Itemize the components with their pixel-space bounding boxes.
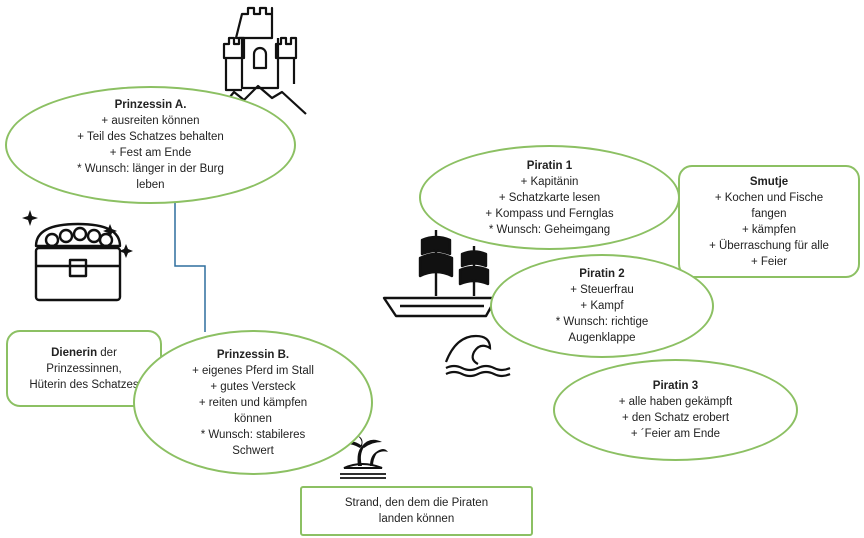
node-line: + Kampf — [580, 300, 624, 312]
node-piratin-3: Piratin 3 + alle haben gekämpft + den Sc… — [553, 359, 798, 461]
node-piratin-1: Piratin 1 + Kapitänin + Schatzkarte lese… — [419, 145, 680, 250]
node-line: + gutes Versteck — [210, 380, 296, 393]
node-prinzessin-a: Prinzessin A. + ausreiten können + Teil … — [5, 86, 296, 204]
node-line: + Steuerfrau — [570, 284, 634, 296]
node-title: Piratin 1 — [526, 159, 573, 172]
wave-icon — [444, 334, 511, 378]
node-title-suffix: der — [97, 346, 117, 359]
node-line: * Wunsch: länger in der Burg — [77, 163, 224, 175]
node-line: + reiten und kämpfen — [198, 396, 308, 409]
node-line: + ´Feier am Ende — [630, 428, 721, 440]
node-line: fangen — [751, 207, 787, 220]
node-line: + Kochen und Fische — [714, 191, 824, 204]
node-title: Dienerin — [51, 346, 98, 359]
node-line: + Kapitänin — [520, 175, 579, 188]
node-line: + alle haben gekämpft — [618, 396, 733, 408]
node-strand: Strand, den dem die Piraten landen könne… — [300, 486, 533, 536]
node-line: + Teil des Schatzes behalten — [77, 131, 224, 143]
node-line: Hüterin des Schatzes — [29, 378, 139, 391]
node-title-line: Dienerin der — [51, 345, 117, 361]
island-icon — [340, 436, 388, 479]
node-line: + kämpfen — [741, 223, 797, 236]
node-title: Prinzessin A. — [114, 99, 187, 111]
node-line: + Überraschung für alle — [709, 239, 829, 252]
node-smutje: Smutje + Kochen und Fische fangen + kämp… — [678, 165, 860, 278]
node-prinzessin-b: Prinzessin B. + eigenes Pferd im Stall +… — [133, 330, 373, 475]
node-line: Augenklappe — [568, 332, 636, 344]
node-line: Prinzessinnen, — [46, 362, 122, 375]
node-title: Piratin 3 — [652, 380, 699, 392]
node-line: + ausreiten können — [101, 115, 200, 127]
node-line: + Feier — [750, 255, 788, 268]
castle-icon — [215, 6, 307, 115]
node-line: + eigenes Pferd im Stall — [192, 364, 314, 377]
node-line: Strand, den dem die Piraten — [344, 497, 489, 509]
node-line: * Wunsch: Geheimgang — [488, 223, 611, 236]
node-line: landen können — [378, 513, 455, 525]
node-line: * Wunsch: stabileres — [200, 428, 306, 441]
node-line: Schwert — [232, 444, 274, 457]
node-line: leben — [136, 179, 165, 191]
node-line: können — [234, 412, 272, 425]
pirate-ship-icon — [382, 230, 498, 318]
node-line: + Fest am Ende — [109, 147, 192, 159]
node-title: Prinzessin B. — [216, 348, 290, 361]
node-line: + Kompass und Fernglas — [485, 207, 614, 220]
node-title: Piratin 2 — [579, 268, 625, 280]
node-line: + den Schatz erobert — [621, 412, 730, 424]
node-line: * Wunsch: richtige — [555, 316, 649, 328]
node-line: + Schatzkarte lesen — [498, 191, 601, 204]
treasure-chest-icon — [22, 210, 133, 302]
node-piratin-2: Piratin 2 + Steuerfrau + Kampf * Wunsch:… — [490, 254, 714, 358]
node-title: Smutje — [749, 175, 789, 188]
